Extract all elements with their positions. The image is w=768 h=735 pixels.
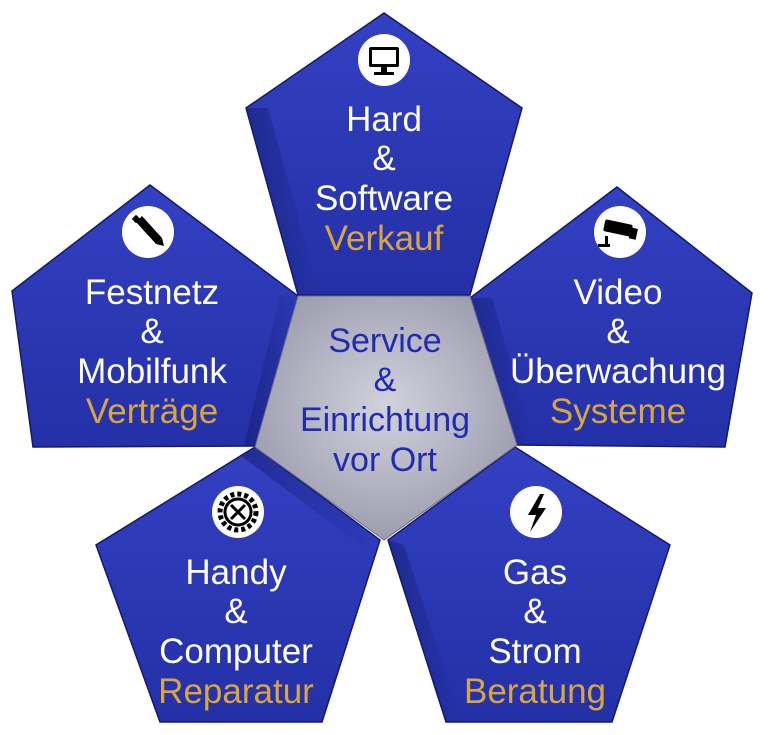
petal-festnetz-mobilfunk: Festnetz & Mobilfunk Verträge [11,184,299,448]
petal-shade [388,540,462,722]
petal-hard-software: Hard & Software Verkauf [245,12,523,296]
petal-line3: Computer [159,632,313,671]
petal-accent: Beratung [464,672,606,711]
petal-shade [240,447,380,545]
petal-line3: Software [315,179,453,218]
petal-line2: & [140,312,163,351]
petal-line3: Überwachung [510,352,726,391]
center-line2: & [374,361,397,399]
center-service: Service & Einrichtung vor Ort [254,295,518,541]
petal-line2: & [523,592,546,631]
petal-accent: Systeme [550,392,686,431]
petal-shape [11,184,299,448]
center-line1: Service [328,322,441,360]
petal-shade [246,108,320,295]
petal-shape [245,12,523,296]
petal-line3: Mobilfunk [77,352,227,391]
petal-line1: Gas [503,553,567,592]
petal-handy-computer: Handy & Computer Reparatur [95,446,381,723]
monitor-icon [369,47,399,75]
repair-tools-gear-icon [217,491,259,533]
security-camera-icon [598,219,638,247]
petal-line3: Strom [488,632,581,671]
petal-line2: & [606,312,629,351]
petal-accent: Reparatur [158,672,314,711]
petal-shape [469,186,753,448]
petal-line2: & [224,592,247,631]
petal-video-ueberwachung: Video & Überwachung Systeme [469,186,753,448]
petal-accent: Verträge [86,392,218,431]
petal-shade [244,296,298,446]
lightning-bolt-icon [528,494,546,532]
petal-line1: Festnetz [85,273,219,312]
center-line3: Einrichtung [300,401,470,439]
petal-line1: Handy [185,553,287,592]
petal-shade [470,298,535,445]
petal-accent: Verkauf [325,219,444,258]
center-line4: vor Ort [333,441,437,479]
center-shape [254,295,518,541]
pencil-icon [131,214,164,246]
petal-line1: Hard [346,100,422,139]
petal-gas-strom: Gas & Strom Beratung [387,446,671,723]
petal-line1: Video [574,273,663,312]
petal-shape [387,446,671,723]
petal-line2: & [372,139,395,178]
